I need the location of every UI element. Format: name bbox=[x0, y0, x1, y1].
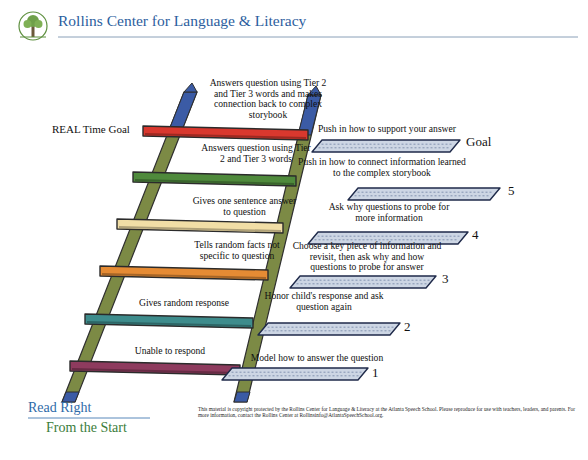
rung-plank bbox=[222, 368, 368, 380]
rung-hatch bbox=[322, 144, 454, 145]
ladder-rung: Ask why questions to probe for more info… bbox=[308, 202, 496, 244]
footer-rule bbox=[28, 418, 150, 419]
rung-hatch bbox=[355, 195, 491, 196]
rung-plank bbox=[143, 126, 308, 140]
ladder-rung: Gives one sentence answer to question bbox=[117, 196, 297, 233]
rung-hatch bbox=[319, 147, 451, 148]
rung-hatch bbox=[300, 280, 430, 281]
rung-text: Ask why questions to probe for more info… bbox=[322, 202, 456, 223]
step-number: 2 bbox=[404, 320, 428, 335]
goal-label: REAL Time Goal bbox=[52, 123, 148, 135]
rung-shade bbox=[87, 322, 251, 326]
step-number: Goal bbox=[466, 135, 506, 150]
rung-plank bbox=[312, 140, 460, 152]
ladder-rung: Push in how to support your answerGoal bbox=[306, 124, 506, 152]
rung-text: Honor child's response and ask question … bbox=[262, 291, 386, 312]
rung-text: Tells random facts not specific to quest… bbox=[186, 240, 288, 261]
rung-plank bbox=[117, 219, 283, 233]
rung-shade bbox=[72, 369, 238, 373]
rung-hatch bbox=[265, 330, 391, 331]
rung-shade bbox=[145, 134, 306, 138]
brand-tagline: From the Start bbox=[46, 420, 166, 436]
copyright-note: This material is copyright protected by … bbox=[198, 407, 578, 419]
ladder-rung: Gives random response bbox=[85, 298, 253, 328]
ladder-rung: Model how to answer the question 1 bbox=[222, 353, 398, 380]
rung-plank bbox=[85, 314, 253, 328]
ladder-rung: Push in how to connect information learn… bbox=[298, 157, 532, 200]
rung-text: Answers question using Tier 2 and Tier 3… bbox=[203, 78, 333, 121]
rung-plank bbox=[100, 266, 268, 280]
ladder-rung: Tells random facts not specific to quest… bbox=[100, 240, 288, 280]
ladder-rung: Answers question using Tier 2 and Tier 3… bbox=[143, 78, 333, 140]
rung-shade bbox=[119, 227, 281, 231]
ladder-rung: Choose a key piece of information and re… bbox=[290, 241, 466, 288]
step-number: 1 bbox=[372, 366, 396, 381]
ladder-rung: Honor child's response and ask question … bbox=[258, 291, 428, 335]
rung-hatch bbox=[318, 236, 462, 237]
rung-plank bbox=[348, 188, 500, 200]
brand-name: Read Right bbox=[28, 400, 148, 416]
step-number: 5 bbox=[508, 184, 532, 199]
rung-shade bbox=[102, 274, 266, 278]
rung-hatch bbox=[268, 327, 394, 328]
ladder-rung: Answers question using Tier 2 and Tier 3… bbox=[133, 143, 312, 186]
rung-text: Gives one sentence answer to question bbox=[192, 196, 297, 217]
rung-plank bbox=[133, 172, 296, 186]
rung-hatch bbox=[297, 283, 427, 284]
logo-tree bbox=[19, 12, 47, 40]
rung-hatch bbox=[229, 375, 359, 376]
rung-plank bbox=[70, 361, 240, 375]
rung-plank bbox=[290, 276, 436, 288]
rung-text: Model how to answer the question bbox=[236, 353, 398, 364]
rung-hatch bbox=[358, 192, 494, 193]
step-number: 3 bbox=[442, 272, 466, 287]
page-title: Rollins Center for Language & Literacy bbox=[58, 12, 478, 29]
step-number: 4 bbox=[472, 228, 496, 243]
ladder-rung: Unable to respond bbox=[70, 346, 240, 375]
rung-shade bbox=[135, 180, 294, 184]
rung-text: Push in how to support your answer bbox=[306, 124, 468, 135]
rung-text: Answers question using Tier 2 and Tier 3… bbox=[200, 143, 312, 164]
rung-text: Gives random response bbox=[118, 298, 250, 309]
header-rule bbox=[58, 37, 578, 38]
rung-hatch bbox=[232, 372, 362, 373]
rung-text: Push in how to connect information learn… bbox=[298, 157, 466, 178]
rung-text: Unable to respond bbox=[108, 346, 232, 357]
rung-text: Choose a key piece of information and re… bbox=[292, 241, 442, 273]
rung-plank bbox=[258, 323, 400, 335]
